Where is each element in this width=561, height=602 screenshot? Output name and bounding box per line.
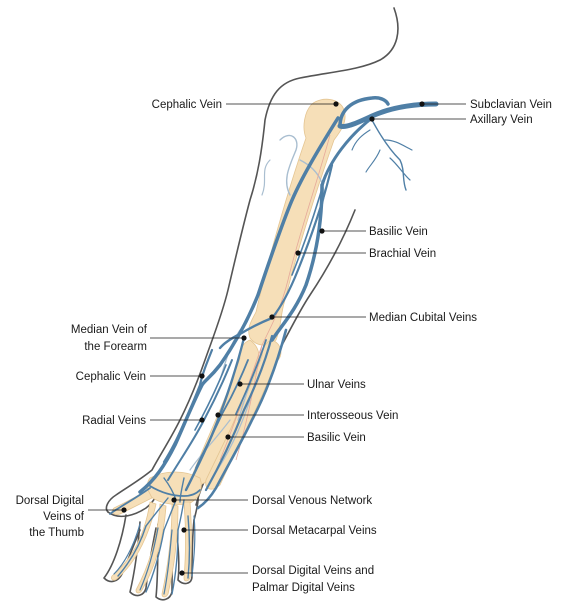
label-radial-veins: Radial Veins: [82, 415, 146, 427]
label-brachial-vein: Brachial Vein: [369, 248, 436, 260]
label-dorsal-venous-network: Dorsal Venous Network: [252, 495, 372, 507]
label-basilic-vein-upper: Basilic Vein: [369, 226, 428, 238]
finger-bone: [184, 502, 192, 581]
label-median-vein-forearm-2: the Forearm: [84, 341, 147, 353]
label-ulnar-veins: Ulnar Veins: [307, 379, 366, 391]
label-median-cubital-veins: Median Cubital Veins: [369, 312, 477, 324]
label-dorsal-digital-thumb-2: Veins of: [43, 511, 85, 523]
label-dorsal-digital-thumb-3: the Thumb: [29, 527, 84, 539]
label-cephalic-vein-lower: Cephalic Vein: [76, 371, 146, 383]
subclavian-vein: [340, 104, 436, 127]
label-interosseous-vein: Interosseous Vein: [307, 410, 398, 422]
arm-illustration: [104, 8, 436, 600]
labels: Cephalic Vein Subclavian Vein Axillary V…: [16, 99, 552, 594]
label-dorsal-palmar-digital-1: Dorsal Digital Veins and: [252, 565, 374, 577]
label-cephalic-vein-upper: Cephalic Vein: [152, 99, 222, 111]
label-subclavian-vein: Subclavian Vein: [470, 99, 552, 111]
label-axillary-vein: Axillary Vein: [470, 114, 533, 126]
label-dorsal-digital-thumb-1: Dorsal Digital: [16, 495, 84, 507]
label-basilic-vein-lower: Basilic Vein: [307, 432, 366, 444]
label-dorsal-metacarpal-veins: Dorsal Metacarpal Veins: [252, 525, 377, 537]
label-dorsal-palmar-digital-2: Palmar Digital Veins: [252, 582, 355, 594]
label-median-vein-forearm-1: Median Vein of: [71, 324, 148, 336]
